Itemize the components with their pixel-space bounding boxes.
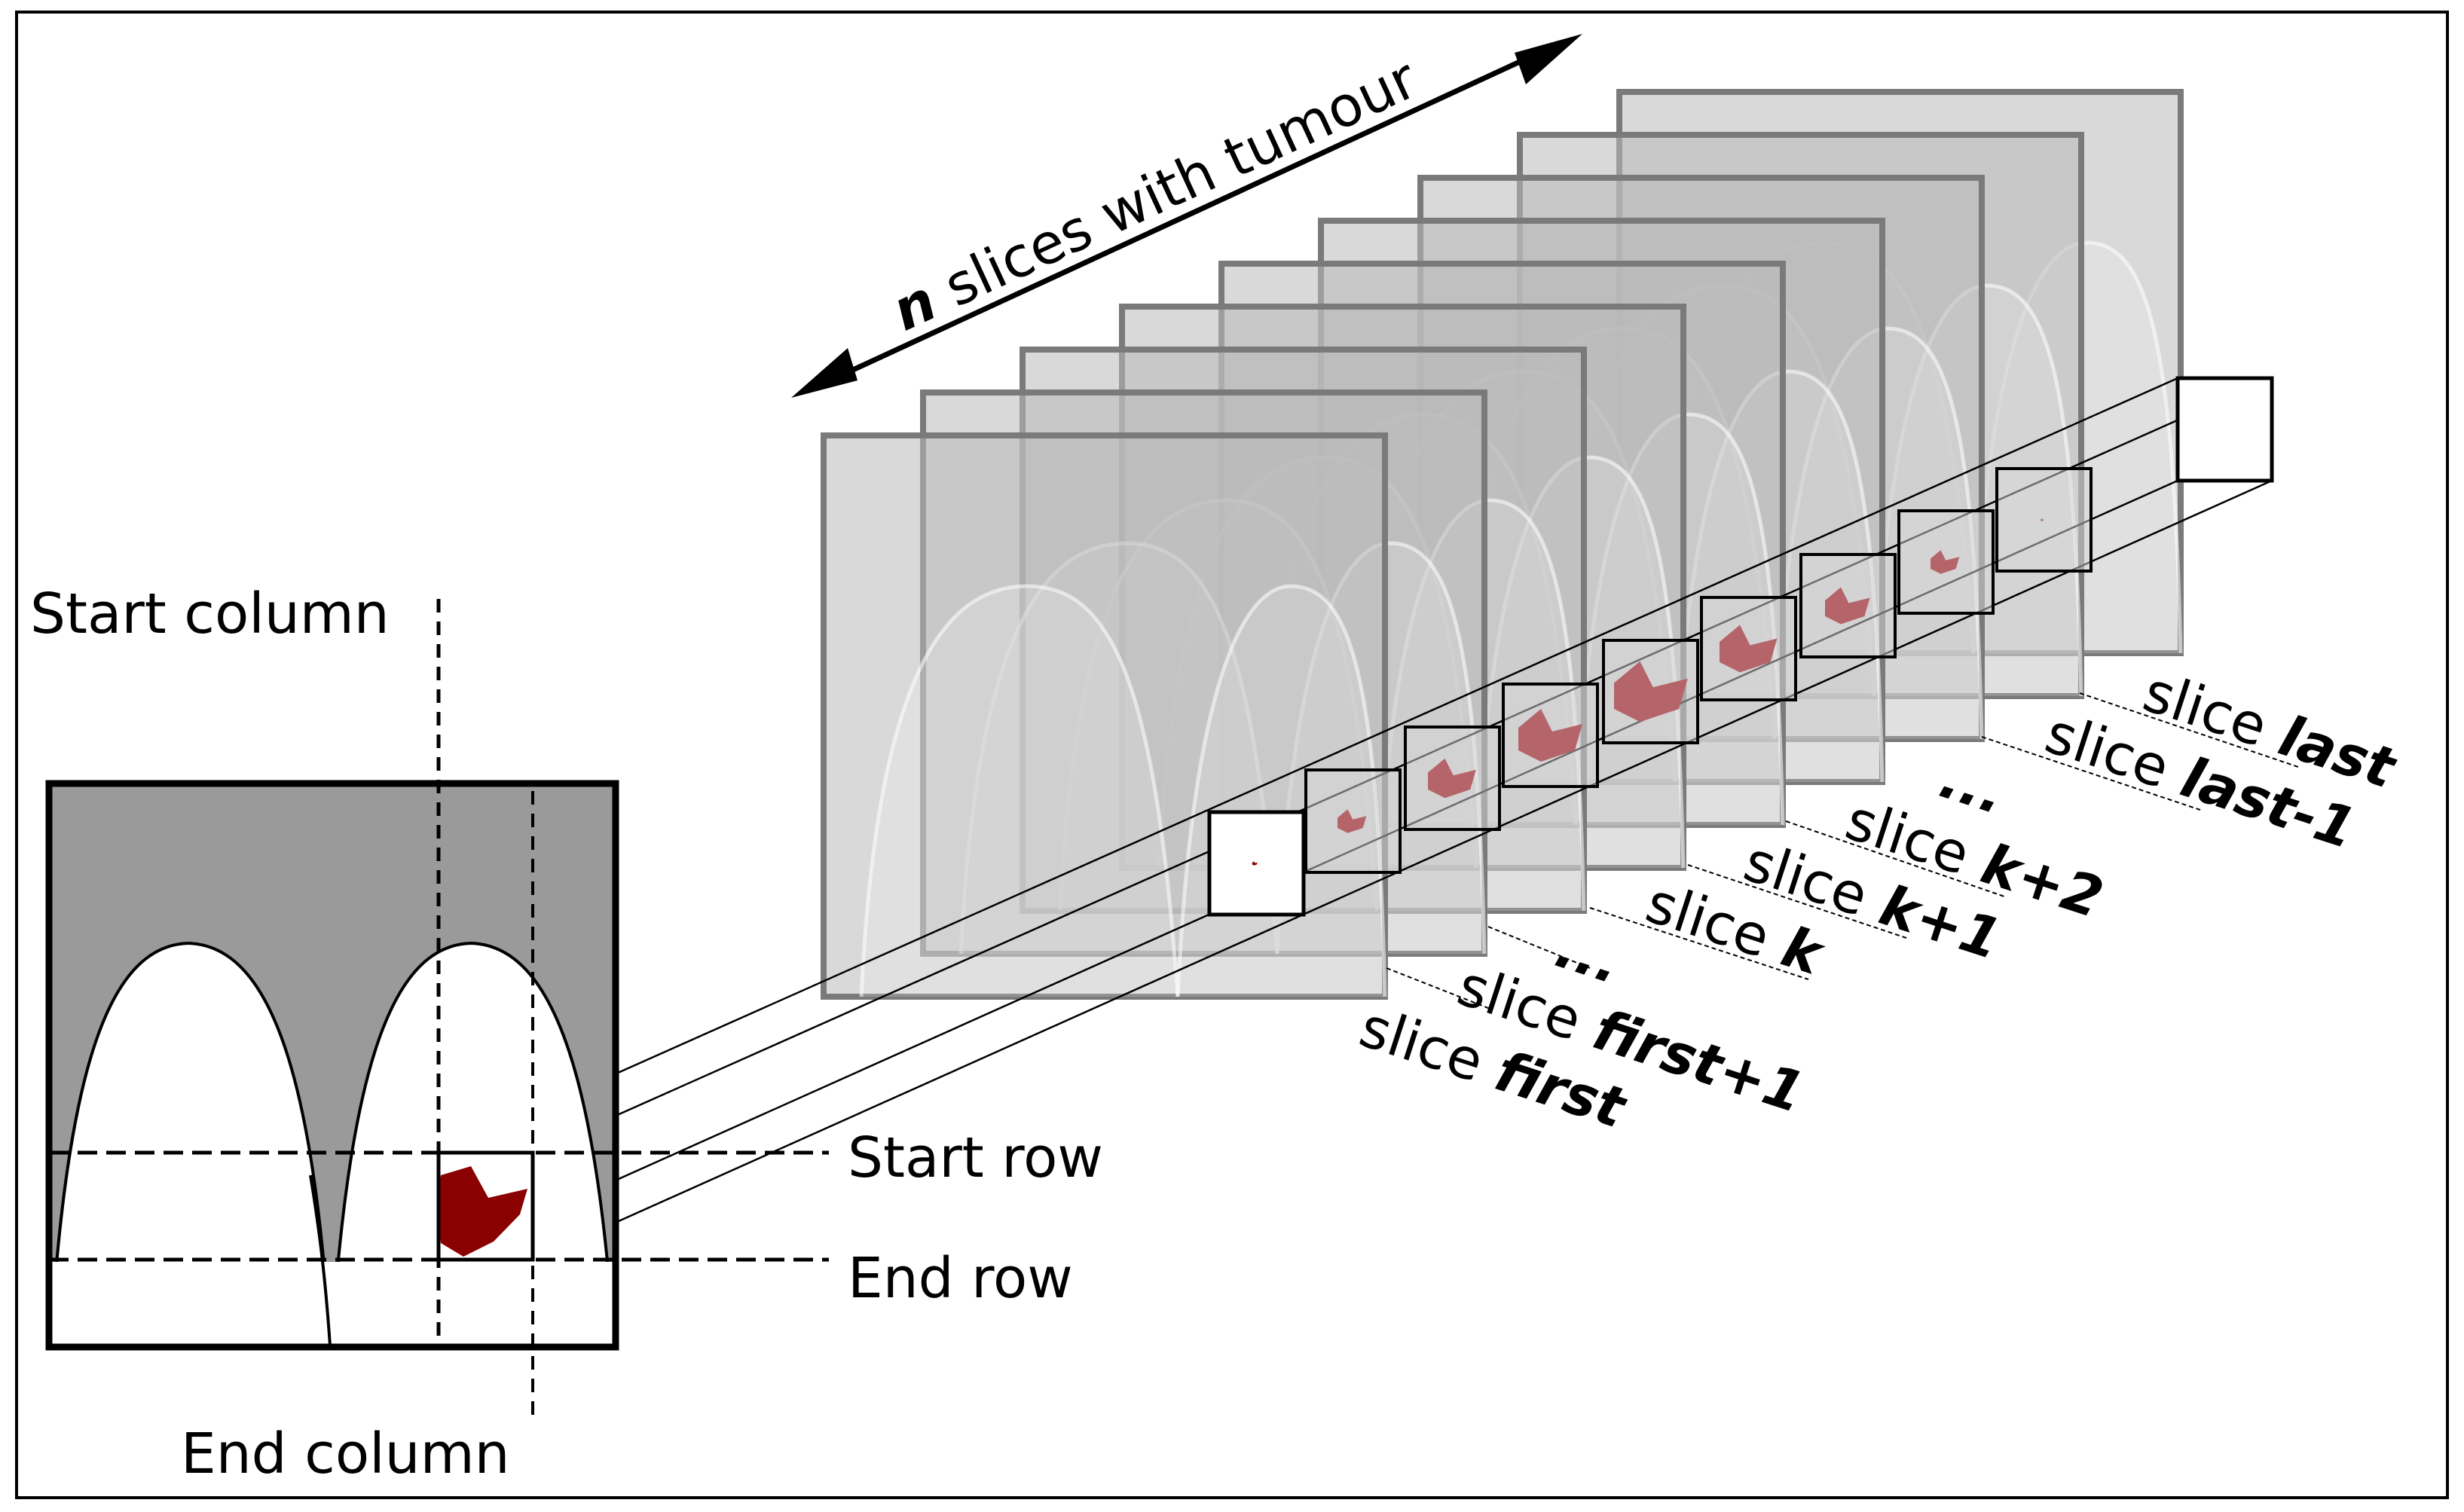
tube-edge xyxy=(532,377,2273,1154)
crop-box xyxy=(436,1150,535,1262)
slice-label-leader xyxy=(1487,926,1591,969)
tumour-shape-slice xyxy=(1518,709,1582,762)
start-column-label: Start column xyxy=(30,582,390,646)
crop-tube xyxy=(438,376,2274,1261)
arrow-head-right xyxy=(1515,34,1582,84)
slice-arc-left xyxy=(859,584,1180,997)
arrow-head-left xyxy=(791,348,858,398)
slice-label-leader xyxy=(1687,864,1907,939)
start-row-label: Start row xyxy=(848,1126,1103,1190)
slice-label-leader xyxy=(1589,907,1809,980)
tumour-shape-slice xyxy=(1252,861,1258,866)
mri-slice-frame xyxy=(45,780,619,1351)
slice-crop-box xyxy=(2175,376,2274,483)
tumour-shape-slice xyxy=(2041,518,2044,521)
tumour-shape-slice xyxy=(1931,550,1960,574)
arrow-shaft xyxy=(812,44,1554,391)
tumour-shape-slice xyxy=(1720,625,1778,673)
slice-crop-box xyxy=(1995,467,2093,573)
end-column-label: End column xyxy=(181,1422,510,1486)
slice-label-leader xyxy=(1785,820,2005,897)
slice-panel xyxy=(821,432,1388,1000)
tumour-shape-slice xyxy=(1825,587,1870,625)
mri-slice xyxy=(45,599,829,1416)
end-row-label: End row xyxy=(848,1246,1073,1311)
mri-left-lobe xyxy=(48,941,332,1347)
tube-edge xyxy=(438,377,2178,1154)
tumour-shape-slice xyxy=(1337,809,1367,833)
slice-label-leader xyxy=(1981,736,2201,811)
mri-right-lobe xyxy=(329,941,616,1347)
slice-label-leader xyxy=(1386,967,1493,1010)
slice-label-leader xyxy=(2079,692,2299,768)
tumour-shape xyxy=(437,1166,527,1257)
tumour-shape-slice xyxy=(1614,661,1688,722)
mri-bottom-band xyxy=(50,1262,614,1346)
tumour-shape-slice xyxy=(1428,758,1476,799)
